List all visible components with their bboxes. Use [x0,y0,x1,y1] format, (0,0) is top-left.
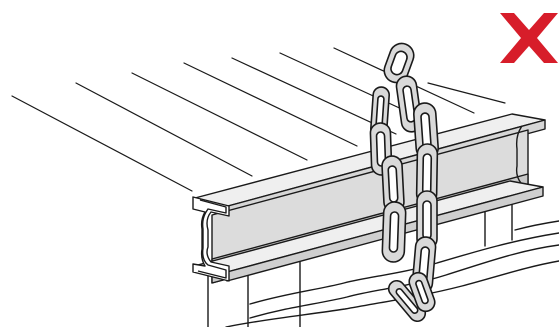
chain-link-left-4 [382,202,406,263]
